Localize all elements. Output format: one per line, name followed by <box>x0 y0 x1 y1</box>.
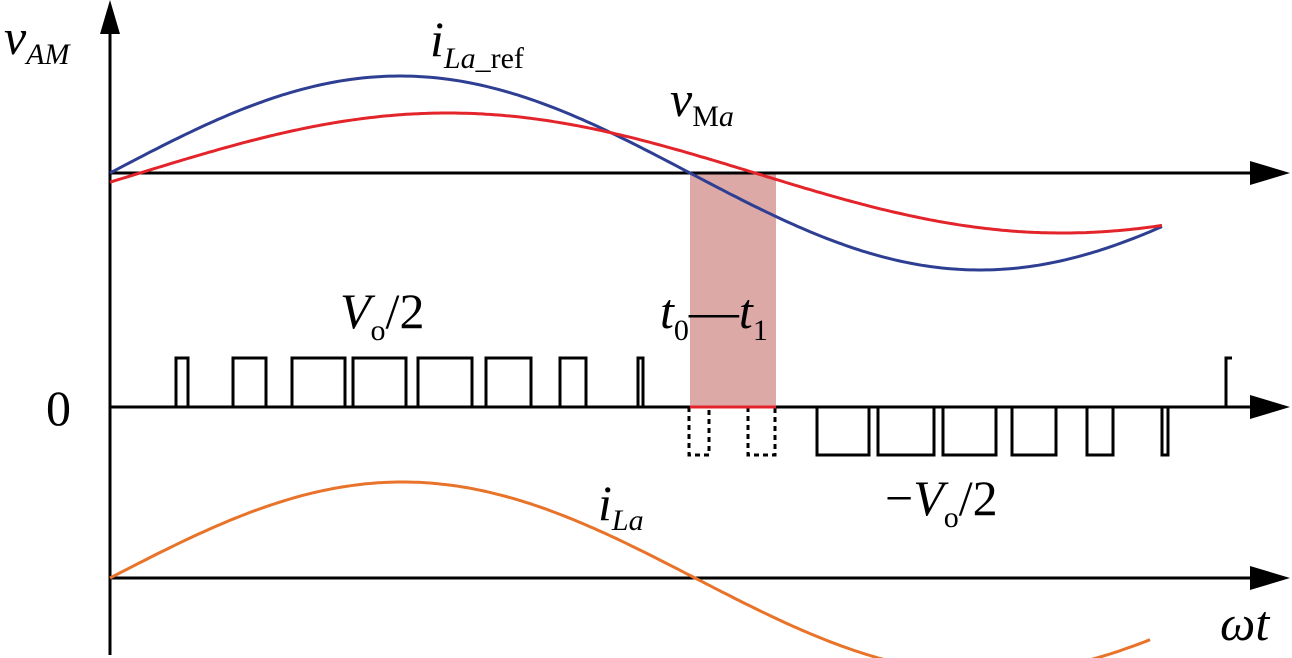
i-ref-label: iLa_ref <box>430 11 524 75</box>
positive-level-label: Vo/2 <box>340 283 424 347</box>
x-axis-label: ωt <box>1220 595 1270 651</box>
zero-label: 0 <box>46 380 71 436</box>
i-ref-curve <box>109 74 1163 272</box>
vertical-axis-arrowhead <box>100 0 120 34</box>
dead-band-pulses <box>687 407 777 457</box>
middle-axis-arrowhead <box>1250 395 1290 419</box>
positive-pulse-train <box>174 356 1232 407</box>
top-axis-arrowhead <box>1250 161 1290 185</box>
bottom-axis-arrowhead <box>1250 566 1290 590</box>
i-la-curve <box>109 480 1151 658</box>
negative-level-label: −Vo/2 <box>885 470 998 534</box>
v-ma-curve <box>109 111 1163 235</box>
interval-label: t0—t1 <box>660 283 768 347</box>
y-axis-label: vAM <box>4 9 72 71</box>
v-ma-label: vMa <box>670 71 734 133</box>
i-la-label: iLa <box>598 475 644 537</box>
negative-pulse-train <box>815 407 1170 457</box>
